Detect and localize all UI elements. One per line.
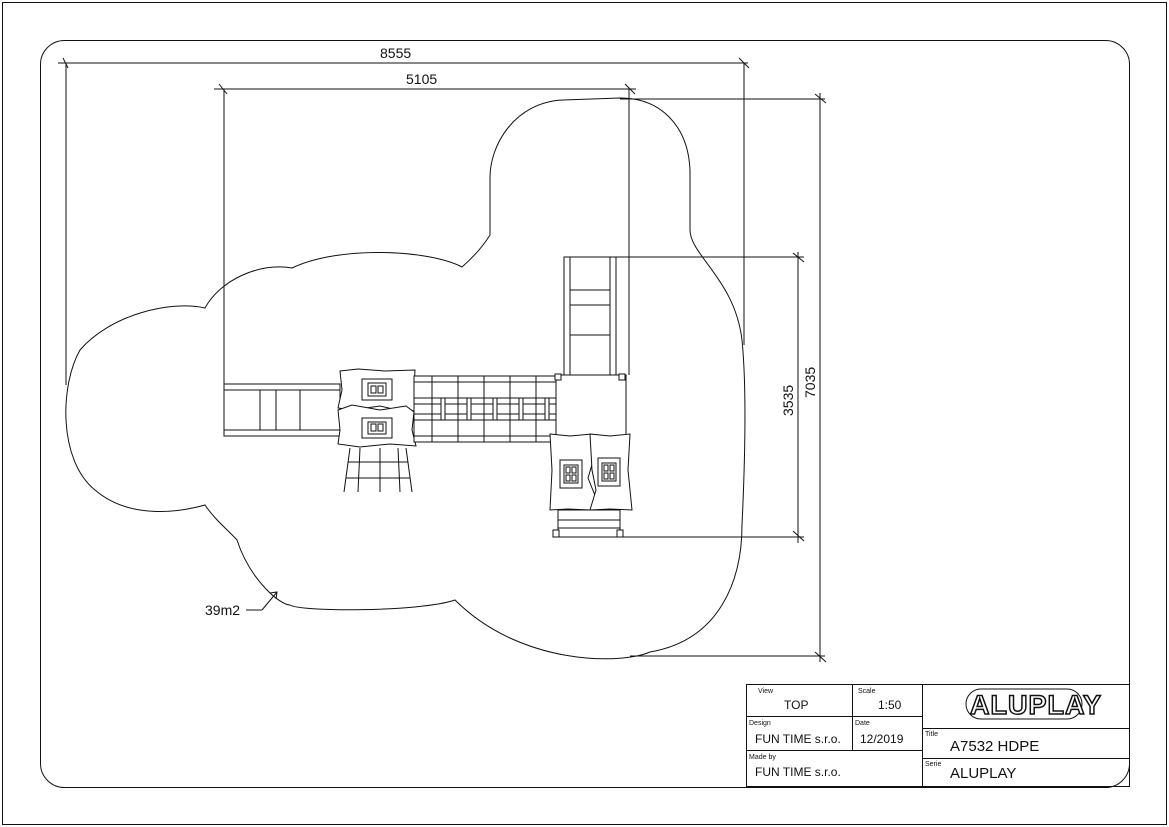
date-value: 12/2019	[860, 732, 904, 746]
left-slide	[223, 383, 341, 437]
serie-value: ALUPLAY	[950, 765, 1016, 782]
dimension-overall-width	[58, 57, 750, 385]
dimension-structure-width	[214, 83, 636, 385]
view-label: View	[758, 688, 774, 695]
area-leader-arrow	[261, 591, 278, 611]
bridge	[413, 375, 557, 443]
dimension-overall-depth-label: 7035	[802, 367, 818, 398]
scale-label: Scale	[858, 688, 876, 695]
title-value: A7532 HDPE	[950, 738, 1039, 755]
dimension-overall-width-label: 8555	[380, 45, 411, 61]
right-stairs	[557, 509, 621, 538]
playground-structure	[223, 256, 633, 538]
design-value: FUN TIME s.r.o.	[755, 732, 841, 746]
made-by-label: Made by	[749, 754, 776, 761]
aluplay-logo: ALUPLAY	[970, 690, 1102, 720]
title-label: Title	[925, 731, 938, 738]
climbing-net	[343, 447, 413, 493]
scale-value: 1:50	[878, 698, 902, 712]
design-label: Design	[749, 720, 771, 727]
aluplay-logo-frame	[965, 688, 1083, 720]
view-value: TOP	[784, 698, 808, 712]
dimension-structure-width-label: 5105	[406, 71, 437, 87]
right-platform	[555, 374, 627, 438]
dimension-structure-depth	[616, 252, 805, 543]
top-slide	[563, 256, 617, 376]
title-block	[746, 684, 1130, 787]
dimension-structure-depth-label: 3535	[780, 385, 796, 416]
area-label: 39m2	[205, 602, 240, 618]
drawing-frame	[40, 40, 1130, 788]
area-leader-arrowhead	[269, 591, 278, 600]
date-label: Date	[855, 720, 870, 727]
serie-label: Serie	[925, 761, 941, 768]
safety-zone-outline	[65, 97, 746, 660]
dimension-overall-depth	[620, 93, 827, 663]
made-by-value: FUN TIME s.r.o.	[755, 765, 841, 779]
